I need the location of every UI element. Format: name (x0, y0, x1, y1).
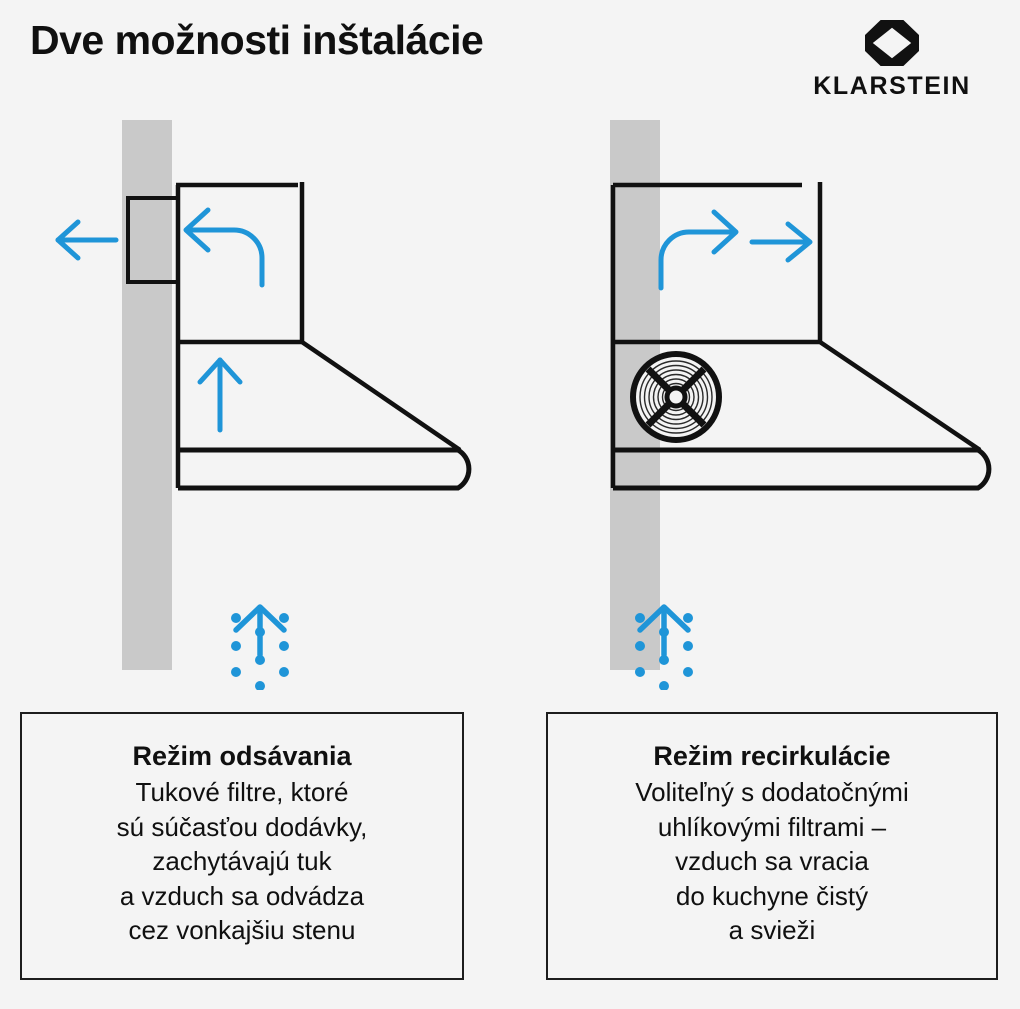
caption-box-exhaust: Režim odsávania Tukové filtre, ktoré sú … (20, 712, 464, 980)
arrow-elbow-up-left-icon (183, 207, 265, 288)
caption-title-recirculation: Režim recirkulácie (653, 741, 891, 772)
arrow-elbow-up-right-icon (658, 209, 739, 291)
caption-title-exhaust: Režim odsávania (132, 741, 352, 772)
wall-duct-outline-icon (126, 196, 180, 284)
caption-box-recirculation: Režim recirkulácie Voliteľný s dodatočný… (546, 712, 998, 980)
wall-slab-icon (122, 120, 172, 670)
klarstein-octagon-logo-icon (865, 20, 919, 66)
grease-particle-dots-icon (635, 613, 693, 690)
page-title: Dve možnosti inštalácie (30, 17, 484, 63)
carbon-filter-fan-icon (630, 351, 722, 443)
arrow-up-rising-air-icon (233, 604, 287, 658)
arrow-right-return-to-room-icon (749, 221, 813, 263)
arrow-left-outside-wall-icon (55, 219, 119, 261)
arrow-up-into-hood-icon (197, 357, 243, 433)
hood-filter-bar-icon (178, 447, 472, 491)
diagram-exhaust-mode (10, 110, 490, 690)
hood-chimney-icon (175, 182, 305, 342)
arrow-up-rising-air-icon (637, 604, 691, 658)
hood-chimney-icon (610, 182, 823, 342)
brand-name: KLARSTEIN (813, 72, 971, 100)
hood-filter-bar-icon (613, 447, 992, 491)
caption-body-recirculation: Voliteľný s dodatočnými uhlíkovými filtr… (635, 776, 909, 946)
diagram-recirculation-mode (530, 110, 1010, 690)
caption-body-exhaust: Tukové filtre, ktoré sú súčasťou dodávky… (116, 776, 368, 946)
brand-logo: KLARSTEIN (792, 18, 992, 101)
